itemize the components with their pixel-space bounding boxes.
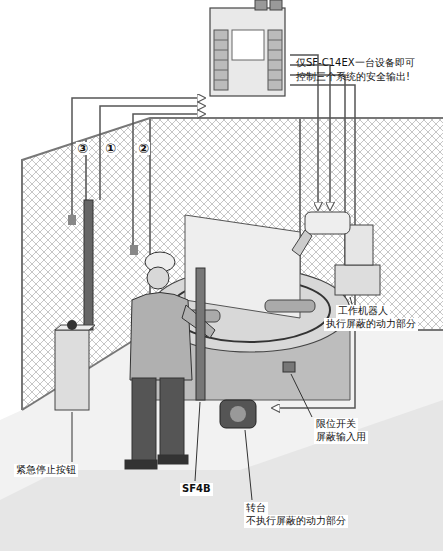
part-description: 屏蔽输入用 [314, 431, 368, 444]
part-description: 执行屏蔽的动力部分 [324, 318, 418, 331]
callout-number: ③ [76, 142, 89, 155]
part-name: 转台 [244, 502, 268, 515]
callout-number: ② [137, 142, 150, 155]
part-name: 工作机器人 [336, 305, 390, 318]
part-name: SF4B [180, 483, 213, 496]
part-name: 紧急停止按钮 [14, 464, 78, 477]
part-description: 不执行屏蔽的动力部分 [244, 515, 348, 528]
note-text: 仅SF-C14EX一台设备即可 控制三个系统的安全输出! [294, 56, 440, 83]
callout-number: ① [104, 142, 117, 155]
part-name: 限位开关 [314, 418, 358, 431]
